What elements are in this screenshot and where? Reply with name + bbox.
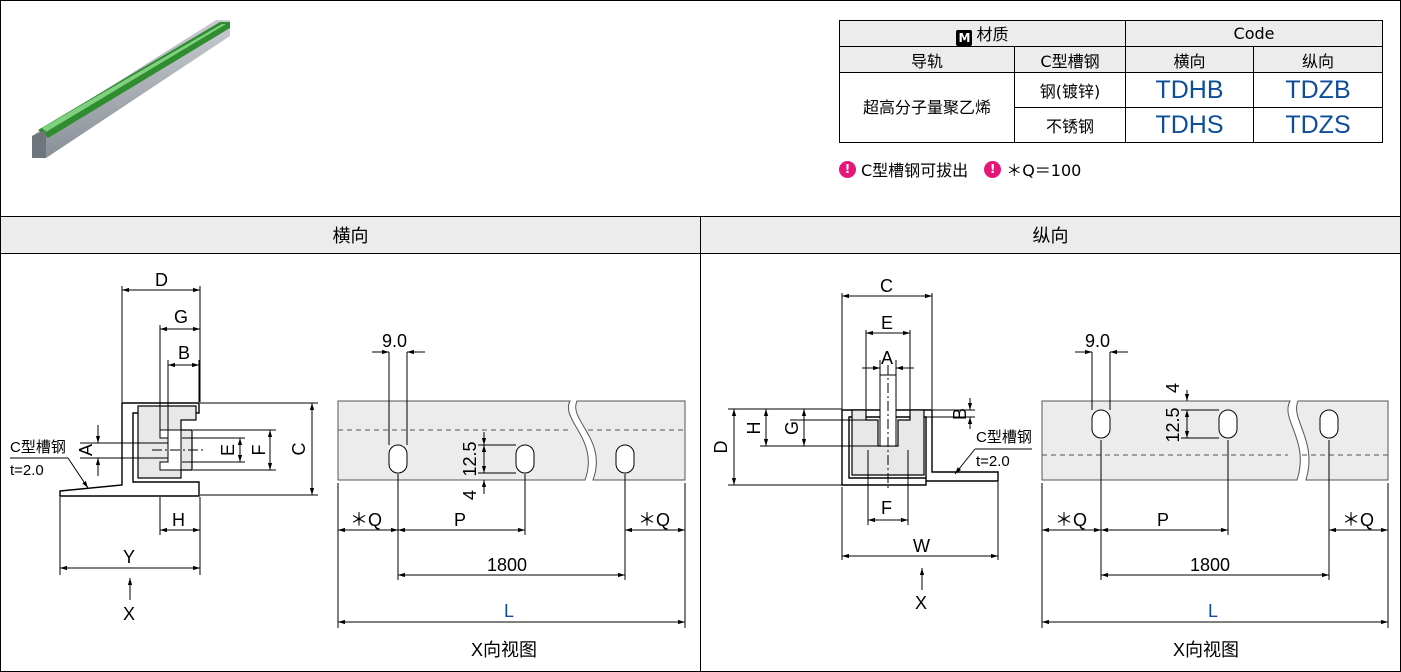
dim-label-W: W	[913, 536, 930, 556]
channel-material-cell: 钢(镀锌)	[1014, 72, 1126, 108]
rail-header: 导轨	[839, 46, 1015, 73]
dim-label-E: E	[218, 444, 238, 456]
edge-distance-label: 4	[1163, 383, 1183, 393]
left-cross-section	[10, 286, 318, 600]
dim-label-E: E	[881, 313, 893, 333]
dim-label-B: B	[178, 343, 190, 363]
notes: ! C型槽钢可拔出 ! ＊Q＝100	[839, 157, 1097, 181]
code-cell: TDHS	[1125, 107, 1254, 143]
note-item: ! ＊Q＝100	[984, 157, 1081, 181]
rail-material-cell: 超高分子量聚乙烯	[839, 72, 1015, 143]
dim-label-A: A	[881, 348, 893, 368]
thickness-label: t=2.0	[10, 462, 44, 479]
q-label: ＊Q	[350, 510, 382, 530]
slot-width-label: 9.0	[382, 331, 407, 351]
length-label: L	[504, 601, 514, 621]
dim-label-H: H	[744, 422, 764, 435]
thickness-label: t=2.0	[976, 453, 1010, 470]
vertical-header: 纵向	[1253, 46, 1383, 73]
dim-label-F: F	[881, 498, 892, 518]
section-divider	[700, 216, 701, 671]
code-cell: TDZS	[1253, 107, 1383, 143]
channel-material-cell: 不锈钢	[1014, 107, 1126, 143]
view-label: X向视图	[471, 640, 537, 660]
slot-length-label: 12.5	[460, 441, 480, 476]
left-strip-view	[337, 349, 686, 628]
dim-label-C: C	[289, 443, 309, 456]
dim-label-X: X	[915, 593, 927, 613]
product-photo	[32, 20, 230, 158]
dim-label-G: G	[782, 421, 802, 435]
dim-label-C: C	[880, 276, 893, 296]
code-cell: TDZB	[1253, 72, 1383, 108]
channel-label: C型槽钢	[976, 429, 1032, 446]
dim-label-Y: Y	[123, 547, 135, 567]
warning-icon: !	[839, 160, 856, 178]
dim-label-F: F	[249, 445, 269, 456]
dim-label-A: A	[76, 444, 96, 456]
material-badge-icon: M	[956, 30, 973, 46]
section-title-vertical: 纵向	[701, 216, 1400, 254]
dim-label-H: H	[172, 510, 185, 530]
note-item: ! C型槽钢可拔出	[839, 157, 968, 181]
warning-icon: !	[984, 160, 1002, 178]
section-title-horizontal: 横向	[1, 216, 700, 254]
dim-label-G: G	[174, 307, 188, 327]
length-label: L	[1208, 601, 1218, 621]
p-label: P	[454, 510, 466, 530]
edge-distance-label: 4	[460, 490, 480, 500]
q-label: ＊Q	[638, 510, 670, 530]
right-strip-view	[1041, 349, 1389, 628]
pitch-label: 1800	[1190, 555, 1230, 575]
pitch-label: 1800	[487, 555, 527, 575]
code-header-cell: Code	[1125, 20, 1383, 47]
dim-label-B: B	[950, 408, 970, 420]
dim-label-D: D	[711, 441, 731, 454]
channel-label: C型槽钢	[10, 439, 66, 456]
slot-length-label: 12.5	[1163, 407, 1183, 442]
slot-width-label: 9.0	[1085, 331, 1110, 351]
dim-label-D: D	[155, 270, 168, 290]
horizontal-header: 横向	[1125, 46, 1254, 73]
view-label: X向视图	[1173, 640, 1239, 660]
dim-label-X: X	[123, 604, 135, 624]
right-cross-section	[728, 293, 1032, 590]
q-label: ＊Q	[1055, 510, 1087, 530]
p-label: P	[1157, 510, 1169, 530]
q-label: ＊Q	[1342, 510, 1374, 530]
